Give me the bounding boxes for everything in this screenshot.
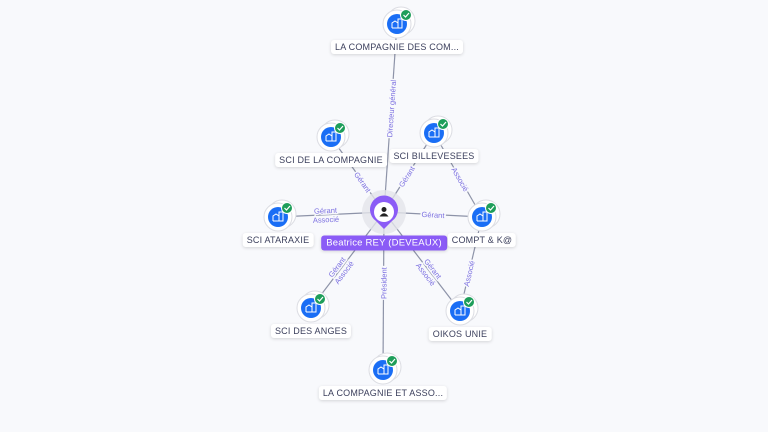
company-node[interactable] (445, 293, 479, 326)
edge-role-label: Président (379, 266, 388, 299)
company-node[interactable] (316, 119, 350, 152)
edge-role-label: Gérant (397, 164, 417, 189)
company-node[interactable] (382, 6, 416, 39)
company-node[interactable] (419, 115, 453, 148)
company-node[interactable] (368, 352, 402, 385)
company-label[interactable]: LA COMPAGNIE DES COM... (331, 40, 463, 54)
verified-check-icon (437, 118, 449, 130)
company-label[interactable]: SCI ATARAXIE (242, 233, 314, 247)
verified-check-icon (334, 122, 346, 134)
center-person-node[interactable] (362, 190, 406, 234)
verified-check-icon (463, 296, 475, 308)
company-label[interactable]: SCI DES ANGES (270, 324, 352, 338)
verified-check-icon (485, 202, 497, 214)
verified-check-icon (314, 293, 326, 305)
edge-role-label: Directeur général (385, 79, 398, 137)
company-label[interactable]: SCI BILLEVESEES (389, 149, 479, 163)
company-label[interactable]: OIKOS UNIE (428, 327, 492, 341)
center-person-label[interactable]: Beatrice REY (DEVEAUX) (321, 235, 447, 251)
company-node[interactable] (467, 199, 501, 232)
edge: Associé (433, 132, 483, 218)
company-label[interactable]: COMPT & K@ (447, 233, 517, 247)
edge-role-label: Associé (462, 260, 477, 288)
company-label[interactable]: LA COMPAGNIE ET ASSO... (318, 386, 448, 400)
verified-check-icon (386, 355, 398, 367)
edge-role-label: Associé (450, 166, 471, 193)
company-node[interactable] (296, 290, 330, 323)
verified-check-icon (400, 9, 412, 21)
verified-check-icon (281, 202, 293, 214)
company-node[interactable] (263, 199, 297, 232)
edge-role-label: Gérant (314, 206, 338, 216)
edge-role-label: Associé (313, 215, 340, 225)
company-label[interactable]: SCI DE LA COMPAGNIE (275, 153, 387, 167)
person-icon (379, 207, 389, 217)
edge-role-label: Gérant (421, 210, 445, 220)
